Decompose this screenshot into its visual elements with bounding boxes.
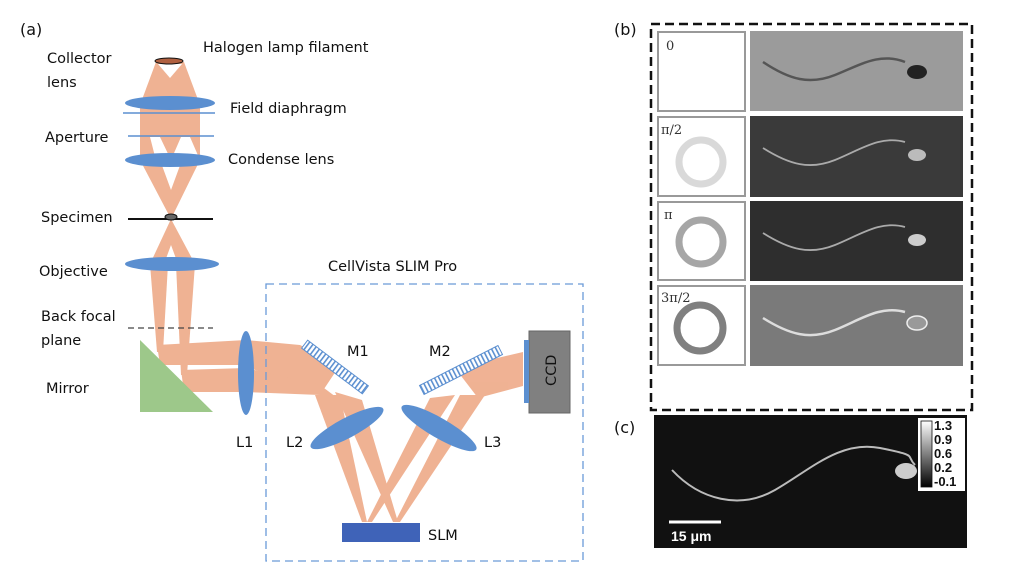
- specimen: [164, 213, 178, 221]
- sperm-image: [750, 116, 963, 197]
- panel-a-label: (a): [20, 20, 42, 39]
- phase-ring: [675, 136, 727, 188]
- sperm-image: [750, 285, 963, 366]
- module-title: CellVista SLIM Pro: [328, 259, 457, 275]
- panel-b-border: [649, 22, 974, 412]
- objective-lens: [125, 257, 219, 271]
- phase-ring: [673, 301, 727, 355]
- panel-b: (b) 0 π/2 π 3π/2: [614, 20, 974, 412]
- sperm-tail: [762, 224, 906, 252]
- phase-row-2: π: [657, 201, 963, 281]
- light-beam: [140, 62, 523, 522]
- colorbar-tick: 0.2: [934, 460, 952, 475]
- phase-image: [654, 415, 967, 548]
- colorbar-tick: 0.6: [934, 446, 952, 461]
- label-slm: SLM: [428, 528, 458, 544]
- phase-label: 3π/2: [661, 291, 690, 306]
- phase-row-3: 3π/2: [657, 285, 963, 366]
- sperm-tail: [762, 309, 906, 337]
- label-plane: plane: [41, 333, 81, 349]
- label-collector-2: lens: [47, 75, 77, 91]
- label-field-diaphragm: Field diaphragm: [230, 101, 347, 117]
- panel-b-label: (b): [614, 20, 637, 39]
- sperm-head: [908, 149, 926, 161]
- label-m1: M1: [347, 344, 369, 360]
- sperm-image: [750, 31, 963, 111]
- sperm-head: [907, 65, 927, 79]
- slim-module: CellVista SLIM Pro CCD M1 M2 L2 L3 SLM: [265, 259, 584, 562]
- ccd: [528, 330, 571, 414]
- label-ccd: CCD: [544, 355, 560, 386]
- sperm-tail: [762, 57, 906, 82]
- collector-lens: [125, 96, 215, 110]
- phase-row-0: 0: [657, 31, 963, 112]
- panel-a: (a) Halogen lamp: [20, 20, 584, 562]
- sperm-tail: [671, 445, 916, 502]
- sperm-head: [895, 463, 917, 479]
- label-back-focal: Back focal: [41, 309, 116, 325]
- lens-l3: [401, 404, 477, 452]
- scale-bar-label: 15 μm: [671, 528, 711, 544]
- panel-c-label: (c): [614, 418, 635, 437]
- colorbar-tick: -0.1: [934, 474, 956, 489]
- colorbar-tick: 0.9: [934, 432, 952, 447]
- phase-label: 0: [666, 39, 674, 54]
- phase-row-1: π/2: [657, 116, 963, 197]
- phase-ring: [675, 216, 727, 268]
- lens-l2: [310, 406, 384, 450]
- label-l3: L3: [484, 435, 501, 451]
- mirror-m2: [418, 344, 504, 396]
- mirror-prism: [140, 340, 213, 412]
- label-m2: M2: [429, 344, 451, 360]
- label-specimen: Specimen: [41, 210, 113, 226]
- label-l1: L1: [236, 435, 253, 451]
- panel-c: (c) 1.3 0.9 0.6 0.2 -0.1 15 μm: [614, 415, 967, 548]
- colorbar-tick: 1.3: [934, 418, 952, 433]
- colorbar: [920, 420, 933, 488]
- halogen-filament: [154, 57, 184, 65]
- mirror-m1: [300, 339, 370, 395]
- sperm-head: [906, 315, 928, 331]
- phase-mask: [657, 31, 746, 112]
- slm: [342, 523, 420, 542]
- sperm-image: [750, 201, 963, 281]
- phase-label: π/2: [661, 123, 682, 138]
- phase-label: π: [664, 208, 673, 223]
- ccd-sensor: [524, 340, 529, 403]
- label-collector: Collector: [47, 51, 112, 67]
- label-objective: Objective: [39, 264, 108, 280]
- module-border: [265, 283, 584, 562]
- label-mirror: Mirror: [46, 381, 89, 397]
- condense-lens: [125, 153, 215, 167]
- label-l2: L2: [286, 435, 303, 451]
- label-condense-lens: Condense lens: [228, 152, 334, 168]
- label-aperture: Aperture: [45, 130, 109, 146]
- sperm-head: [908, 234, 926, 246]
- lens-l1: [238, 331, 254, 415]
- label-halogen: Halogen lamp filament: [203, 40, 369, 56]
- sperm-tail: [762, 139, 906, 167]
